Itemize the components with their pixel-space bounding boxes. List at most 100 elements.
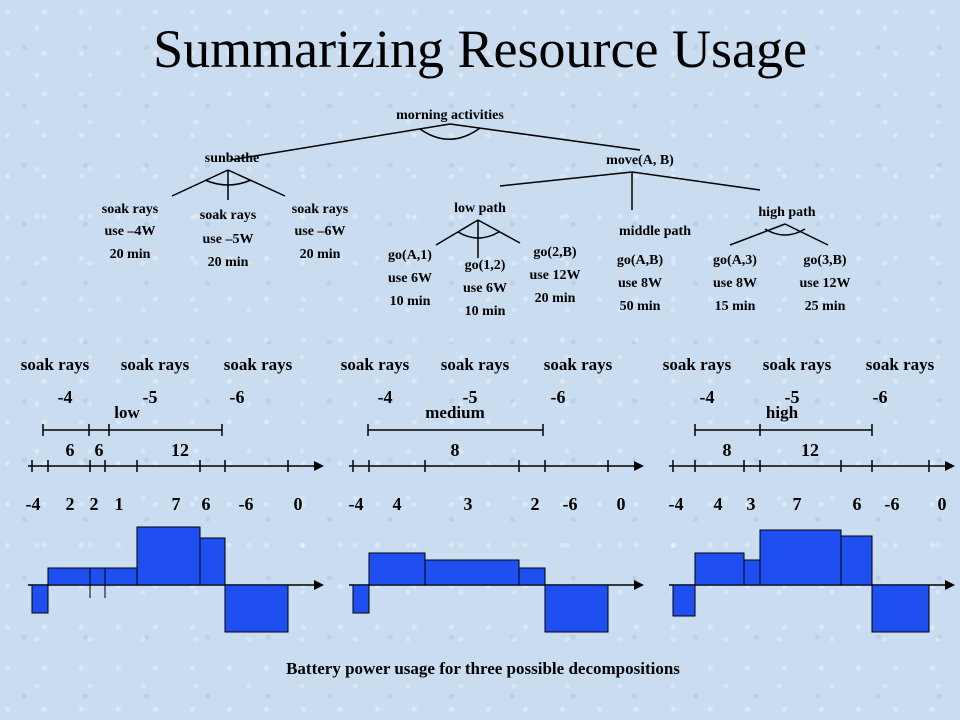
path-value: 12	[801, 440, 819, 460]
axis-value: 7	[793, 494, 802, 514]
soak-value: -4	[58, 387, 73, 407]
axis-value: 4	[714, 494, 723, 514]
go-3b-use: use 12W	[800, 276, 851, 291]
node-sunbathe: sunbathe	[205, 151, 259, 166]
axis-value: 4	[393, 494, 402, 514]
soak-label: soak rays	[866, 355, 935, 374]
node-middle-path: middle path	[619, 224, 691, 239]
soak-rays-2-time: 20 min	[208, 255, 249, 270]
power-bar	[31, 584, 49, 614]
power-bar	[424, 559, 520, 586]
axis-value: -4	[669, 494, 684, 514]
soak-label: soak rays	[21, 355, 90, 374]
node-low-path: low path	[454, 201, 506, 216]
soak-label: soak rays	[763, 355, 832, 374]
go-ab-label: go(A,B)	[617, 253, 664, 268]
axis-value: -4	[26, 494, 41, 514]
axis-value: -6	[239, 494, 254, 514]
path-value: 8	[723, 440, 732, 460]
power-bar	[368, 552, 426, 586]
path-value: 12	[171, 440, 189, 460]
soak-rays-1-label: soak rays	[102, 202, 159, 217]
soak-value: -4	[378, 387, 393, 407]
axis-value: 0	[938, 494, 947, 514]
path-value: 6	[95, 440, 104, 460]
go-a1-label: go(A,1)	[388, 248, 432, 263]
axis-value: -6	[563, 494, 578, 514]
path-value: 8	[451, 440, 460, 460]
soak-label: soak rays	[441, 355, 510, 374]
node-morning-activities: morning activities	[396, 108, 504, 123]
soak-label: soak rays	[341, 355, 410, 374]
go-ab-use: use 8W	[618, 276, 662, 291]
power-bar	[694, 552, 745, 586]
axis-value: -4	[349, 494, 364, 514]
go-a1-time: 10 min	[390, 294, 431, 309]
go-a3-time: 15 min	[715, 299, 756, 314]
soak-value: -5	[785, 387, 800, 407]
axis-value: 2	[66, 494, 75, 514]
axis-value: 2	[531, 494, 540, 514]
go-12-time: 10 min	[465, 304, 506, 319]
path-name: low	[114, 403, 140, 422]
panel-high: soak rays soak rays soak rays -4 -5 -6 h…	[663, 355, 955, 633]
power-bar	[199, 537, 226, 586]
axis-value: 3	[747, 494, 756, 514]
soak-rays-2-label: soak rays	[200, 208, 257, 223]
axis-value: 2	[90, 494, 99, 514]
decomposition-tree: morning activities sunbathe soak rays us…	[102, 108, 851, 319]
soak-rays-3-time: 20 min	[300, 247, 341, 262]
soak-rays-1-use: use –4W	[105, 224, 156, 239]
soak-value: -6	[230, 387, 245, 407]
go-ab-time: 50 min	[620, 299, 661, 314]
soak-label: soak rays	[224, 355, 293, 374]
power-bar	[224, 584, 289, 633]
figure-caption: Battery power usage for three possible d…	[286, 659, 680, 678]
path-name: medium	[425, 403, 485, 422]
go-a1-use: use 6W	[388, 271, 432, 286]
page-title: Summarizing Resource Usage	[153, 19, 807, 79]
soak-rays-3-label: soak rays	[292, 202, 349, 217]
go-3b-label: go(3,B)	[803, 253, 847, 268]
power-bar	[136, 526, 201, 586]
go-2b-label: go(2,B)	[533, 245, 577, 260]
soak-label: soak rays	[544, 355, 613, 374]
soak-value: -6	[551, 387, 566, 407]
soak-value: -6	[873, 387, 888, 407]
go-12-use: use 6W	[463, 281, 507, 296]
panel-medium: soak rays soak rays soak rays -4 -5 -6 m…	[341, 355, 644, 633]
power-bar	[47, 567, 138, 586]
power-bar	[759, 529, 842, 586]
soak-rays-2-use: use –5W	[203, 232, 254, 247]
axis-value: 6	[853, 494, 862, 514]
and-arc	[419, 127, 481, 140]
go-12-label: go(1,2)	[465, 258, 506, 273]
node-move: move(A, B)	[606, 153, 674, 168]
go-3b-time: 25 min	[805, 299, 846, 314]
power-bar	[840, 535, 873, 586]
soak-rays-1-time: 20 min	[110, 247, 151, 262]
power-bar	[743, 559, 761, 586]
power-bar	[544, 584, 609, 633]
power-bar	[871, 584, 930, 633]
power-bar	[518, 567, 546, 586]
go-2b-time: 20 min	[535, 291, 576, 306]
axis-value: 7	[172, 494, 181, 514]
go-a3-label: go(A,3)	[713, 253, 757, 268]
soak-value: -5	[463, 387, 478, 407]
soak-label: soak rays	[663, 355, 732, 374]
axis-value: 6	[202, 494, 211, 514]
soak-rays-3-use: use –6W	[295, 224, 346, 239]
soak-label: soak rays	[121, 355, 190, 374]
axis-value: 0	[294, 494, 303, 514]
soak-value: -5	[143, 387, 158, 407]
power-bar	[672, 584, 696, 617]
power-bar	[352, 584, 370, 614]
axis-value: 1	[115, 494, 124, 514]
go-2b-use: use 12W	[530, 268, 581, 283]
axis-value: 3	[464, 494, 473, 514]
axis-value: -6	[885, 494, 900, 514]
axis-value: 0	[617, 494, 626, 514]
node-high-path: high path	[758, 205, 815, 220]
